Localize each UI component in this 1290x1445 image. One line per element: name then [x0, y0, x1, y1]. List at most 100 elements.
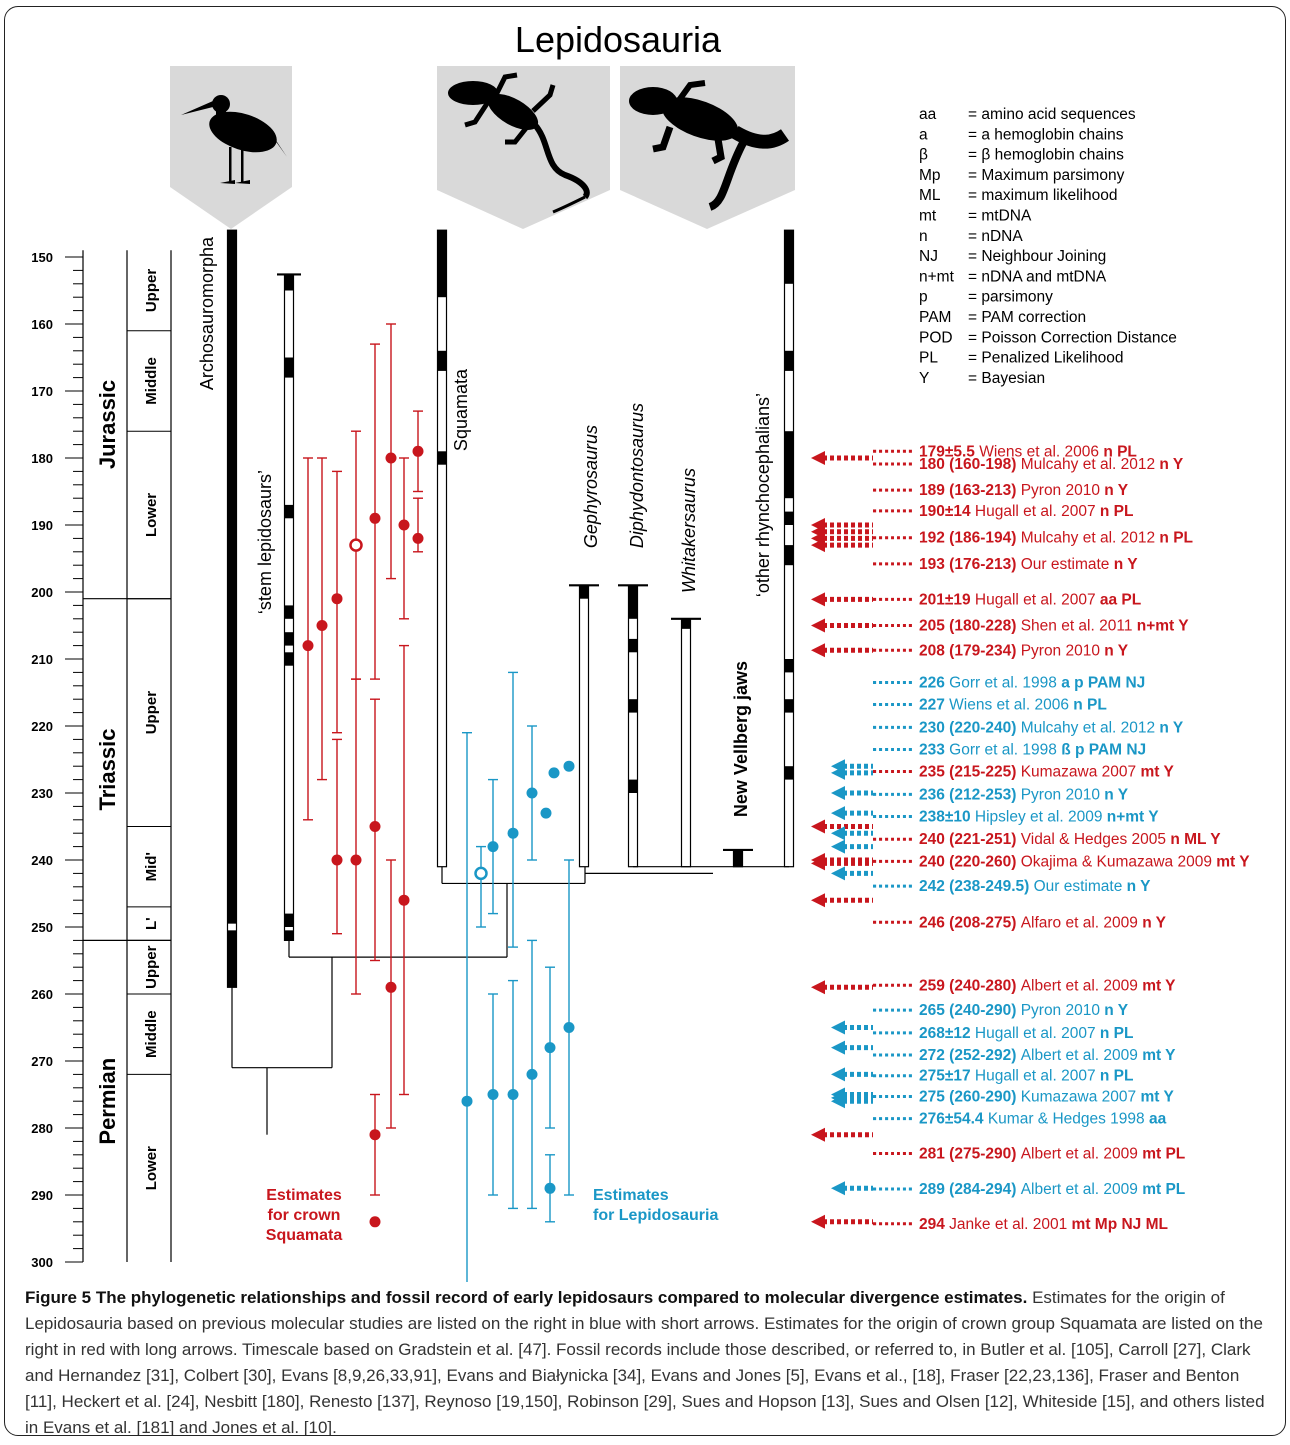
estimate-entry: 226 Gorr et al. 1998 a p PAM NJ [919, 674, 1145, 691]
estimate-entry: 272 (252-292) Albert et al. 2009 mt Y [919, 1047, 1176, 1064]
estimate-entry: 189 (163-213) Pyron 2010 n Y [919, 482, 1129, 499]
estimate-method: n PL [1073, 697, 1107, 714]
estimate-method: n Y [1159, 719, 1183, 736]
arrow-head [811, 451, 825, 465]
estimate-author: Albert et al. 2009 [1021, 1181, 1143, 1198]
estimate-point [526, 787, 538, 799]
estimate-entry: 246 (208-275) Alfaro et al. 2009 n Y [919, 914, 1167, 931]
estimate-value: 294 [919, 1216, 949, 1233]
estimate-method: n PL [1100, 1025, 1134, 1042]
estimate-entry: 190±14 Hugall et al. 2007 n PL [919, 503, 1133, 520]
legend-value: = Penalized Likelihood [968, 350, 1124, 367]
estimate-value: 226 [919, 674, 949, 691]
timescale-tick-label: 230 [31, 786, 53, 801]
timescale-tick-label: 300 [31, 1255, 53, 1270]
estimate-entry: 240 (221-251) Vidal & Hedges 2005 n ML Y [919, 831, 1221, 848]
range-bar [578, 584, 590, 868]
timescale-tick-label: 190 [31, 518, 53, 533]
timescale-tick-label: 180 [31, 451, 53, 466]
estimate-author: Pyron 2010 [1021, 642, 1105, 659]
range-bar-segment [284, 652, 294, 666]
arrow-head [831, 839, 845, 854]
estimate-value: 289 (284-294) [919, 1181, 1021, 1198]
arrow-head [831, 806, 845, 821]
arrow-head [811, 618, 825, 633]
estimate-value: 246 (208-275) [919, 914, 1021, 931]
estimate-point [331, 593, 343, 605]
timescale-tick-label: 270 [31, 1054, 53, 1069]
estimate-method: mt Y [1142, 1047, 1176, 1064]
estimate-method: mt Y [1142, 977, 1176, 994]
arrow-head [811, 893, 825, 908]
caption-text: Estimates for the origin of Lepidosauria… [25, 1288, 1265, 1436]
range-bar-segment [733, 849, 743, 867]
estimate-value: 240 (221-251) [919, 831, 1021, 848]
legend-value: = a hemoglobin chains [968, 126, 1124, 143]
estimate-entry: 265 (240-290) Pyron 2010 n Y [919, 1002, 1129, 1019]
taxon-other-rhynchocephalians: ‘other rhynchocephalians’ [753, 393, 773, 597]
estimate-value: 275 (260-290) [919, 1089, 1021, 1106]
timescale-tick-label: 240 [31, 853, 53, 868]
estimate-value: 208 (179-234) [919, 642, 1021, 659]
range-bar [680, 618, 692, 868]
epoch-label: Lower [143, 1146, 160, 1190]
estimate-author: Albert et al. 2009 [1021, 1145, 1143, 1162]
phylogeny-figure: Lepidosauria [31, 19, 1250, 1282]
estimate-author: Pyron 2010 [1021, 1002, 1105, 1019]
range-bar-segment [784, 766, 794, 780]
estimate-value: 227 [919, 697, 949, 714]
estimate-method: n Y [1104, 642, 1128, 659]
tuatara-silhouette-icon [629, 80, 790, 211]
estimate-point [548, 767, 560, 779]
estimate-author: Hugall et al. 2007 [975, 1068, 1100, 1085]
bird-silhouette-icon [181, 95, 287, 184]
estimate-method: a p PAM NJ [1061, 674, 1145, 691]
estimate-method: n Y [1114, 556, 1138, 573]
estimate-value: 265 (240-290) [919, 1002, 1021, 1019]
estimate-value: 281 (275-290) [919, 1145, 1021, 1162]
estimate-method: n ML Y [1170, 831, 1221, 848]
estimate-method: n Y [1142, 914, 1166, 931]
estimate-method: n+mt Y [1137, 618, 1189, 635]
lizard-silhouette-icon [448, 72, 590, 214]
estimate-entry: 227 Wiens et al. 2006 n PL [919, 697, 1107, 714]
range-bar-segment [579, 585, 589, 599]
range-bar-segment [628, 699, 638, 713]
estimate-author: Mulcahy et al. 2012 [1021, 456, 1160, 473]
range-bar-segment [284, 357, 294, 378]
timescale-tick-label: 260 [31, 987, 53, 1002]
arrow-head [831, 1067, 845, 1082]
taxon-whitakersaurus: Whitakersaurus [679, 468, 699, 593]
estimate-entry: 275 (260-290) Kumazawa 2007 mt Y [919, 1089, 1174, 1106]
estimate-value: 259 (240-280) [919, 977, 1021, 994]
arrow-head [831, 826, 845, 841]
estimate-point [369, 1216, 381, 1228]
estimate-value: 190±14 [919, 503, 975, 520]
estimate-point-open [474, 866, 488, 881]
estimate-author: Wiens et al. 2006 [949, 697, 1073, 714]
estimate-entry: 179±5.5 Wiens et al. 2006 n PL [919, 443, 1137, 460]
range-bar-segment [784, 431, 794, 499]
arrow-head [811, 1127, 825, 1142]
estimate-value: 192 (186-194) [919, 530, 1021, 547]
legend-key: a [919, 126, 928, 143]
estimate-point [369, 1129, 381, 1141]
estimate-method: mt Mp NJ ML [1072, 1216, 1168, 1233]
estimate-method: aa PL [1100, 591, 1141, 608]
estimate-value: 275±17 [919, 1068, 975, 1085]
estimate-author: Our estimate [1021, 556, 1114, 573]
legend-value: = Maximum parsimony [968, 167, 1125, 184]
range-bar [436, 229, 448, 868]
estimate-author: Albert et al. 2009 [1021, 1047, 1143, 1064]
legend-key: n [919, 228, 928, 245]
estimate-point [398, 519, 410, 531]
legend-key: aa [919, 106, 937, 123]
estimate-entry: 275±17 Hugall et al. 2007 n PL [919, 1068, 1133, 1085]
estimate-entry: 208 (179-234) Pyron 2010 n Y [919, 642, 1129, 659]
legend-key: PAM [919, 309, 951, 326]
estimate-value: 236 (212-253) [919, 786, 1021, 803]
arrow-head [831, 1094, 845, 1109]
range-bar-segment [284, 930, 294, 941]
estimate-author: Hugall et al. 2007 [975, 503, 1100, 520]
legend-value: = parsimony [968, 289, 1053, 306]
